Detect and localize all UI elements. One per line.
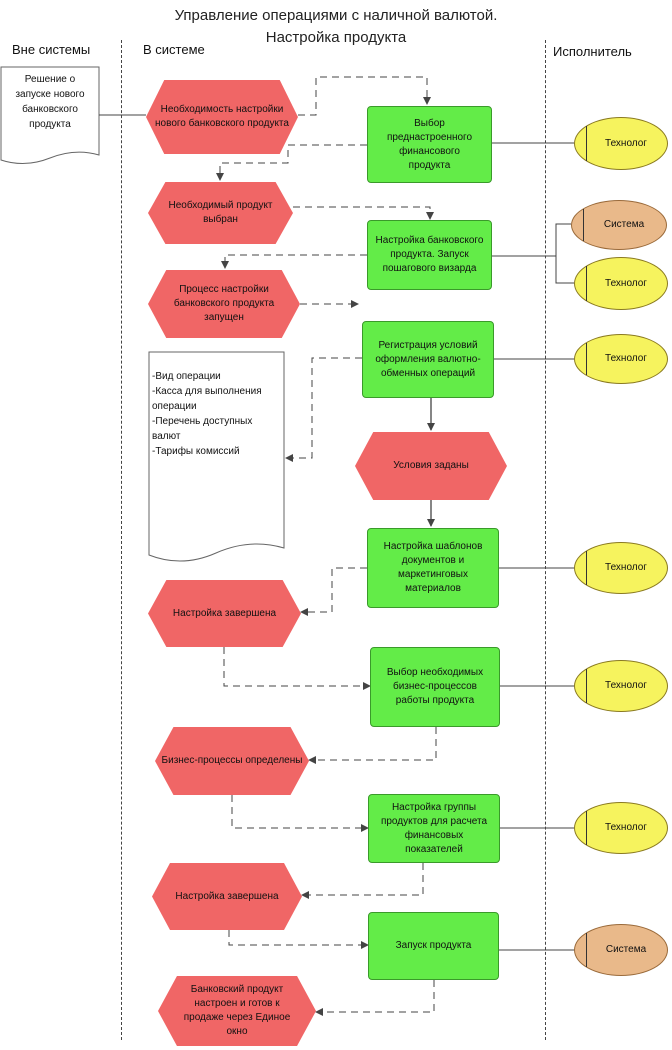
role-label: Технолог: [605, 680, 647, 691]
event-setup-completed: Настройка завершена: [148, 580, 301, 647]
event-conditions-set: Условия заданы: [355, 432, 507, 500]
function-configure-product-wizard: Настройка банковского продукта. Запуск п…: [367, 220, 492, 290]
role-label: Технолог: [605, 353, 647, 364]
event-business-processes-defined: Бизнес-процессы определены: [155, 727, 309, 795]
role-divider: [586, 811, 587, 845]
lane-label-outside: Вне системы: [12, 42, 91, 57]
function-launch-product: Запуск продукта: [368, 912, 499, 980]
event-setup-completed-2: Настройка завершена: [152, 863, 302, 930]
role-technologist: Технолог: [574, 334, 668, 384]
event-product-ready: Банковский продукт настроен и готов к пр…: [158, 976, 316, 1046]
parameter-item: -Вид операции: [152, 371, 221, 382]
role-system: Система: [571, 200, 667, 250]
function-register-exchange-conditions: Регистрация условий оформления валютно-о…: [362, 321, 494, 398]
parameter-item: -Перечень доступных валют: [152, 416, 253, 442]
role-technologist: Технолог: [574, 542, 668, 594]
role-technologist: Технолог: [574, 257, 668, 310]
parameters-document-shape: [148, 351, 285, 562]
parameters-document: -Вид операции -Касса для выполнения опер…: [152, 369, 280, 459]
role-technologist: Технолог: [574, 802, 668, 854]
diagram-title-line-2: Настройка продукта: [265, 29, 407, 46]
decision-document-shape: [0, 66, 100, 164]
role-technologist: Технолог: [574, 117, 668, 170]
parameter-item: -Касса для выполнения операции: [152, 386, 262, 412]
role-technologist: Технолог: [574, 660, 668, 712]
role-divider: [583, 209, 584, 241]
function-configure-templates: Настройка шаблонов документов и маркетин…: [367, 528, 499, 608]
lane-label-inside: В системе: [143, 42, 205, 57]
diagram-title-line-1: Управление операциями с наличной валютой…: [174, 7, 498, 24]
role-label: Технолог: [605, 137, 647, 149]
role-divider: [586, 343, 587, 375]
function-configure-product-group: Настройка группы продуктов для расчета ф…: [368, 794, 500, 863]
event-setup-needed: Необходимость настройки нового банковско…: [146, 80, 298, 154]
function-select-business-processes: Выбор необходимых бизнес-процессов работ…: [370, 647, 500, 727]
role-divider: [586, 126, 587, 161]
event-setup-launched: Процесс настройки банковского продукта з…: [148, 270, 300, 338]
event-product-selected: Необходимый продукт выбран: [148, 182, 293, 244]
lane-label-performer: Исполнитель: [553, 44, 632, 59]
decision-document: Решение о запуске нового банковского про…: [15, 74, 85, 130]
function-select-preset-product: Выбор преднастроенного финансового проду…: [367, 106, 492, 183]
role-divider: [586, 933, 587, 967]
role-label: Технолог: [605, 277, 647, 289]
role-system: Система: [574, 924, 668, 976]
role-label: Система: [605, 944, 647, 955]
lane-divider-right: [545, 40, 546, 1040]
role-divider: [586, 669, 587, 703]
role-label: Система: [603, 219, 645, 230]
lane-divider-left: [121, 40, 122, 1040]
role-divider: [586, 551, 587, 585]
role-label: Технолог: [605, 562, 647, 573]
role-label: Технолог: [605, 822, 647, 833]
parameter-item: -Тарифы комиссий: [152, 446, 240, 457]
role-divider: [586, 266, 587, 301]
